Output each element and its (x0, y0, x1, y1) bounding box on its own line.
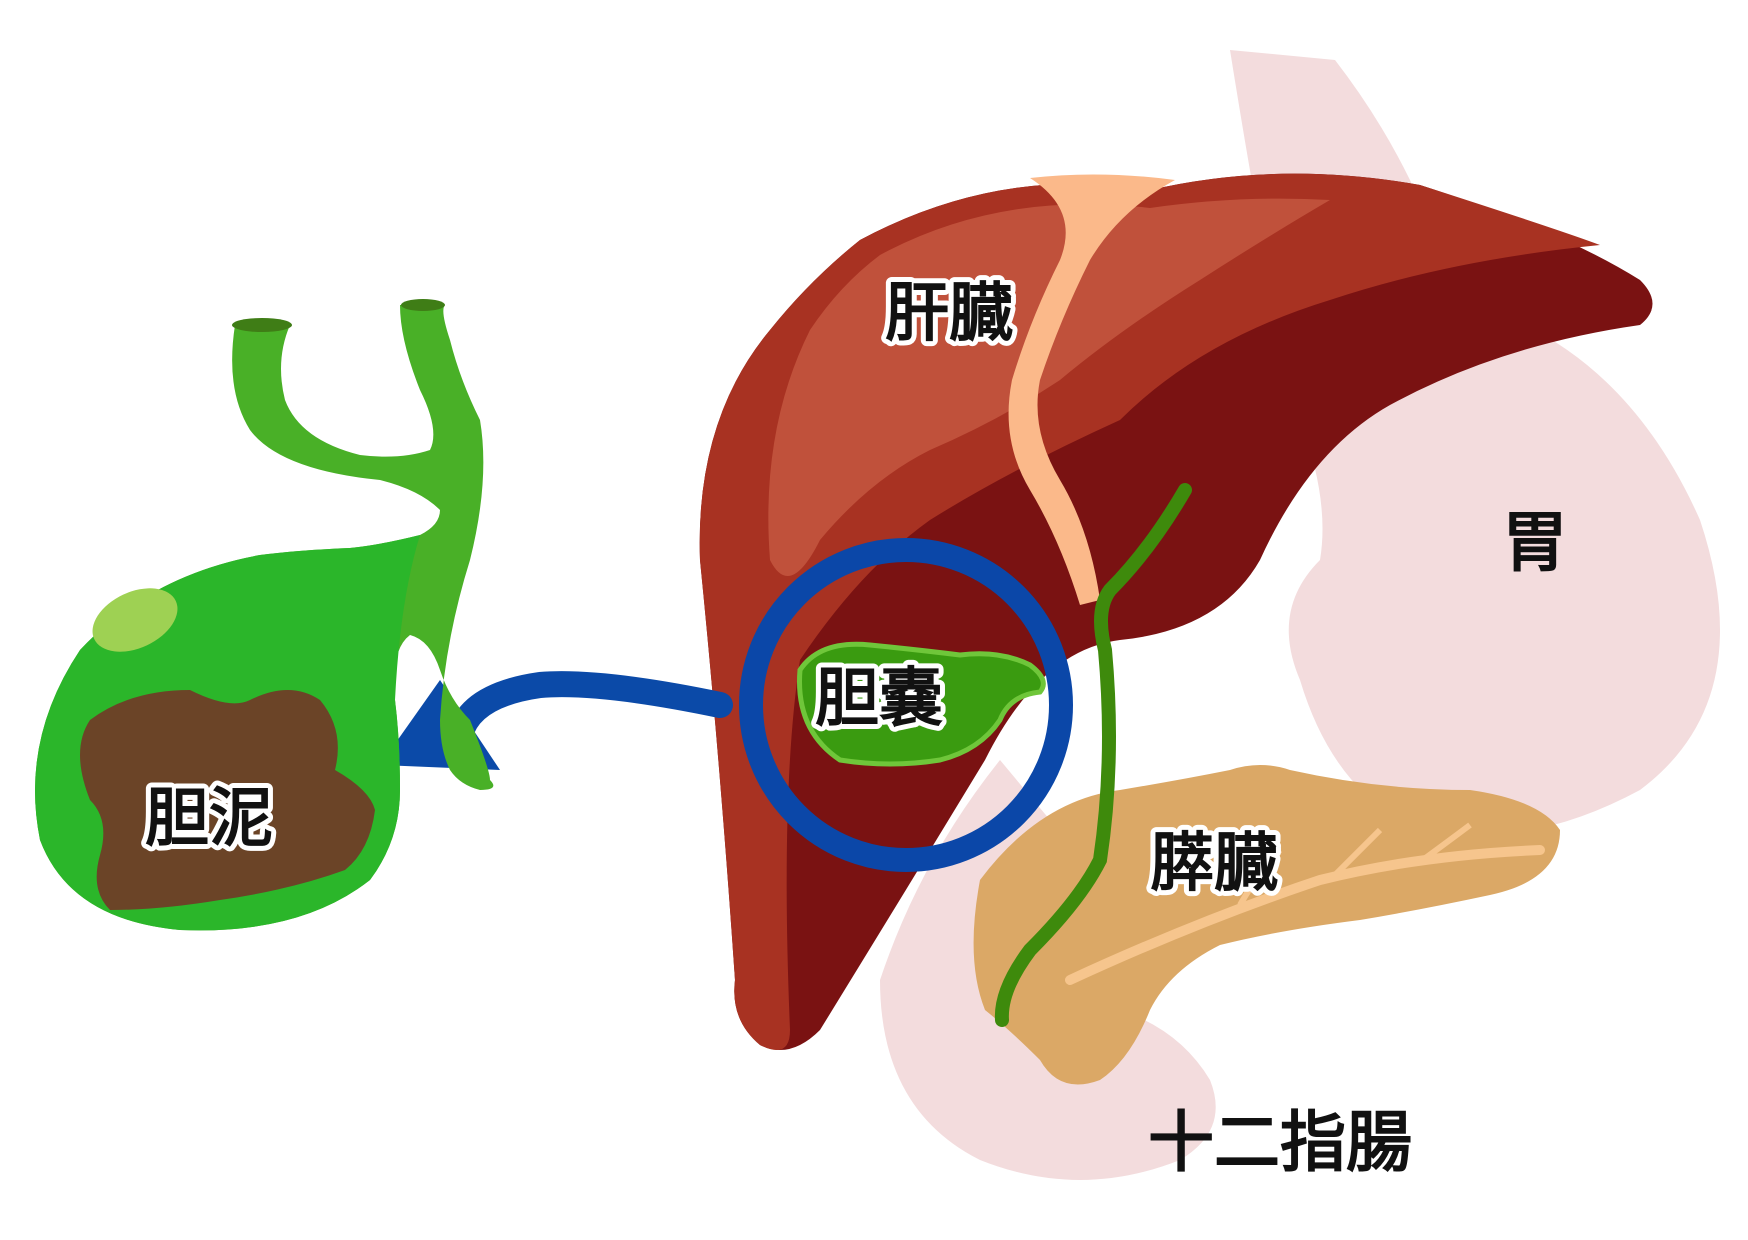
arrow (380, 671, 733, 770)
bile-duct (994, 483, 1192, 1027)
label-gallbladder: 胆嚢 (815, 662, 943, 736)
gallbladder-small (797, 641, 1046, 767)
label-stomach: 胃 (1502, 504, 1568, 581)
magnifier-ring (739, 538, 1073, 872)
label-duodenum: 十二指腸 (1148, 1104, 1412, 1181)
sludge (80, 690, 375, 910)
liver (699, 173, 1653, 1051)
label-sludge: 胆泥 (145, 782, 273, 856)
label-liver: 肝臓 (885, 277, 1013, 351)
label-pancreas: 膵臓 (1150, 827, 1278, 901)
pancreas (973, 765, 1560, 1085)
